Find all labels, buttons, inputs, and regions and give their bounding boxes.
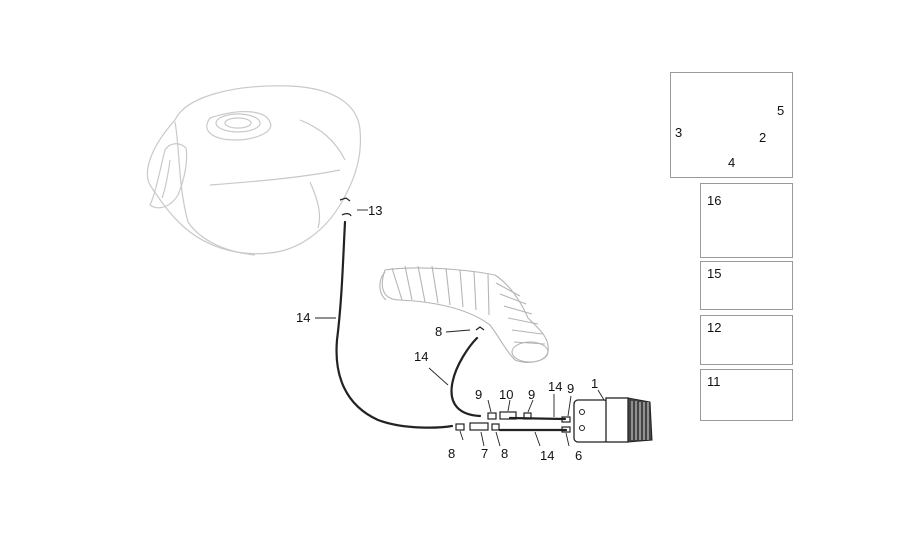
fuel-tank <box>146 85 362 256</box>
fittings <box>339 197 571 433</box>
callout-4: 4 <box>728 155 736 170</box>
box-part-12 <box>700 315 793 365</box>
callout-8-a: 8 <box>435 324 443 339</box>
callout-13: 13 <box>368 203 383 218</box>
hardware-kit-box <box>670 72 793 178</box>
fuel-filter <box>573 397 653 443</box>
callout-15: 15 <box>707 266 722 281</box>
callout-14-b: 14 <box>414 349 429 364</box>
airbox-hose <box>379 265 549 363</box>
callout-3: 3 <box>675 125 683 140</box>
callout-1: 1 <box>591 376 599 391</box>
callout-2: 2 <box>759 130 767 145</box>
callout-14-c: 14 <box>548 379 563 394</box>
callout-14-d: 14 <box>540 448 555 463</box>
box-part-15 <box>700 261 793 310</box>
hoses <box>335 220 568 432</box>
box-part-11 <box>700 369 793 421</box>
callout-10: 10 <box>499 387 514 402</box>
callout-11: 11 <box>707 374 721 389</box>
callout-8-c: 8 <box>501 446 509 461</box>
callout-9-a: 9 <box>475 387 483 402</box>
callout-8-b: 8 <box>448 446 456 461</box>
callout-12: 12 <box>707 320 722 335</box>
callout-9-b: 9 <box>528 387 536 402</box>
callout-14-a: 14 <box>296 310 311 325</box>
callout-6: 6 <box>575 448 583 463</box>
callout-7: 7 <box>481 446 489 461</box>
callout-5: 5 <box>777 103 785 118</box>
box-part-16 <box>700 183 793 258</box>
callout-9-c: 9 <box>567 381 575 396</box>
callout-16: 16 <box>707 193 722 208</box>
leader-lines <box>315 209 605 447</box>
